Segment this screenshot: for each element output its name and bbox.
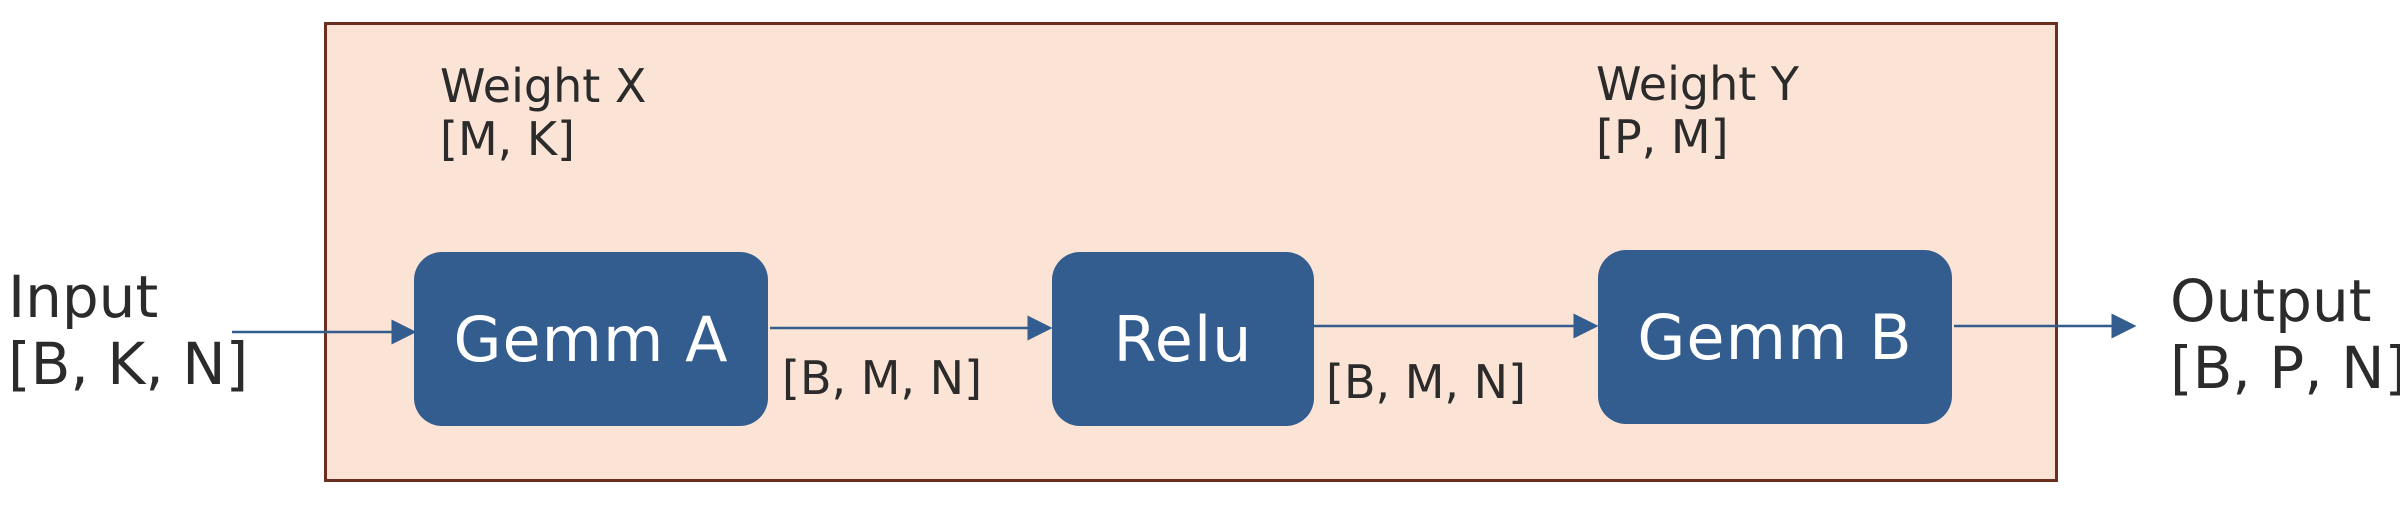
weight-x-shape: [M, K] [440, 111, 575, 166]
input-label: Input [B, K, N] [8, 264, 248, 397]
edge-label-relu-to-gemm-b: [B, M, N] [1326, 355, 1527, 409]
weight-x-title: Weight X [440, 59, 647, 113]
weight-x-label: Weight X [M, K] [440, 60, 646, 166]
weight-y-label: Weight Y [P, M] [1596, 58, 1799, 164]
gemm-b-node: Gemm B [1598, 250, 1952, 424]
output-label: Output [B, P, N] [2170, 268, 2400, 401]
output-title: Output [2170, 267, 2372, 335]
output-shape: [B, P, N] [2170, 333, 2400, 402]
input-title: Input [8, 263, 159, 331]
relu-node: Relu [1052, 252, 1314, 426]
input-shape: [B, K, N] [8, 329, 249, 398]
weight-y-shape: [P, M] [1596, 109, 1729, 164]
edge-label-gemm-a-to-relu: [B, M, N] [782, 351, 983, 405]
weight-y-title: Weight Y [1596, 57, 1799, 111]
gemm-a-node: Gemm A [414, 252, 768, 426]
